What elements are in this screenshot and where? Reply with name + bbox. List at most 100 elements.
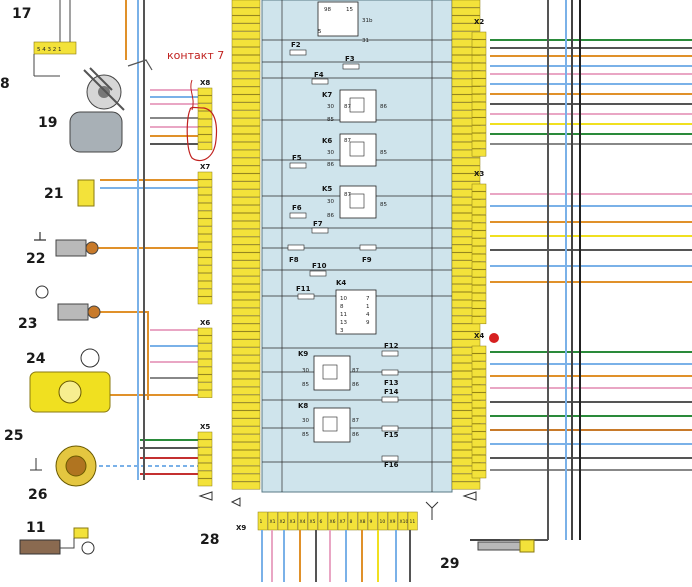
k4-pin-8: 8 — [340, 304, 344, 310]
x9-pin-label: X6 — [330, 519, 336, 525]
fuse-f15: F15 — [384, 431, 399, 439]
x9-pin — [377, 511, 388, 531]
x9-pin-label: 1 — [260, 519, 263, 525]
block-left-pin — [231, 442, 261, 450]
fuse-f2: F2 — [291, 41, 301, 49]
component-21-connector — [77, 179, 95, 207]
top-relay-pin-5: 5 — [318, 29, 322, 35]
block-left-pin — [231, 23, 261, 32]
block-left-pin — [231, 102, 261, 111]
block-left-pin — [231, 15, 261, 24]
fuse-f13: F13 — [384, 379, 399, 387]
block-left-pin — [231, 457, 261, 466]
block-right-pin — [451, 331, 481, 340]
block-left-pin — [231, 339, 261, 348]
k8-pin-30: 30 — [302, 418, 309, 424]
x9-pin — [347, 511, 358, 531]
connector-x2-pin — [471, 62, 487, 71]
block-left-pin — [231, 31, 261, 40]
connector-x3-pin — [471, 300, 487, 309]
k4-pin-1: 1 — [366, 304, 370, 310]
block-left-pin — [231, 386, 261, 395]
connector-x4-label: X4 — [474, 332, 484, 340]
k6-pin-30: 30 — [327, 150, 334, 156]
top-relay-pin-31: 31 — [362, 38, 369, 44]
connector-x4-pin — [471, 470, 487, 479]
component-29 — [477, 539, 535, 553]
x9-pin-label: X10 — [400, 519, 409, 525]
x9-pin-label: 10 — [380, 519, 386, 525]
right-wire-bundle — [470, 0, 692, 541]
block-left-pin — [231, 126, 261, 134]
connector-x2-pin — [471, 31, 487, 40]
connector-x8-pin — [197, 103, 213, 112]
connector-x8-pin — [197, 87, 213, 96]
k4-pin-7: 7 — [366, 296, 370, 302]
x9-pin-label: X5 — [310, 519, 316, 525]
k8-pin-86: 86 — [352, 432, 359, 438]
connector-x8-pin — [197, 134, 213, 143]
block-left-pin — [231, 181, 261, 190]
connector-x7-pin — [197, 273, 213, 281]
block-left-pin — [231, 7, 261, 16]
x9-pin — [337, 511, 348, 531]
callout-24: 24 — [26, 351, 46, 367]
connector-x4-pin — [471, 408, 487, 416]
connector-x7-pin — [197, 288, 213, 297]
fuse-f6: F6 — [292, 204, 302, 212]
callout-numbers: 17 8 19 21 22 23 24 25 26 11 28 29 — [0, 6, 459, 572]
connector-x5-pin — [197, 447, 213, 456]
connector-x7-pin — [197, 257, 213, 266]
block-left-pin — [231, 134, 261, 142]
block-left-pin — [231, 284, 261, 292]
fuses: F2 F3 F4 F5 F6 F7 F8 F9 F10 F11 F12 F13 … — [287, 41, 399, 469]
block-left-pin — [231, 323, 261, 332]
connector-x7-pin — [197, 265, 213, 274]
x9-pin-label: X3 — [290, 519, 296, 525]
relay-k7: K7 — [322, 91, 332, 99]
k7-pin-87: 87 — [344, 104, 351, 110]
callout-19: 19 — [38, 115, 57, 131]
block-left-pin — [231, 276, 261, 285]
connector-x4-pin — [471, 345, 487, 354]
connector-x3-pin — [471, 261, 487, 270]
block-left-pin — [231, 299, 261, 308]
connector-x2-pin — [471, 94, 487, 102]
block-right-pin — [451, 323, 481, 332]
block-left-pin — [231, 213, 261, 221]
connector-x3-pin — [471, 199, 487, 208]
x9-pin — [367, 511, 378, 531]
red-indicator-dot — [489, 333, 499, 343]
block-left-pin — [231, 157, 261, 166]
connector-x6-pin — [197, 382, 213, 391]
fuse-f16: F16 — [384, 461, 399, 469]
connector-x3-pin — [471, 253, 487, 262]
block-left-pin — [231, 70, 261, 79]
connector-x3-pin — [471, 230, 487, 239]
connector-x5-pin — [197, 431, 213, 440]
top-relay-pin-31b: 31b — [362, 18, 373, 24]
connector-x4-pin — [471, 454, 487, 463]
x9-pin — [297, 511, 308, 531]
connector-x5-pin — [197, 439, 213, 448]
x9-pin-label: 6 — [320, 519, 323, 525]
connector-x8-pin — [197, 126, 213, 135]
x9-pin — [277, 511, 288, 531]
top-relay-pin-98: 98 — [324, 7, 331, 13]
connector-x3-pin — [471, 285, 487, 293]
k6-pin-85: 85 — [380, 150, 387, 156]
connector-x3-pin — [471, 269, 487, 278]
block-right-pin — [451, 15, 481, 24]
connector-x8-pin — [197, 111, 213, 119]
connector-x7-pin — [197, 280, 213, 289]
connector-x4-pin — [471, 431, 487, 440]
block-right-pin — [451, 481, 481, 490]
callout-22: 22 — [26, 251, 45, 267]
block-left-pin — [231, 426, 261, 435]
k4-pin-10: 10 — [340, 296, 347, 302]
k4-pin-11: 11 — [340, 312, 347, 318]
relays: K7 30 85 87 86 K6 30 86 85 87 K5 30 86 8… — [298, 89, 387, 443]
connector-x3-pin — [471, 308, 487, 317]
callout-25: 25 — [4, 428, 23, 444]
